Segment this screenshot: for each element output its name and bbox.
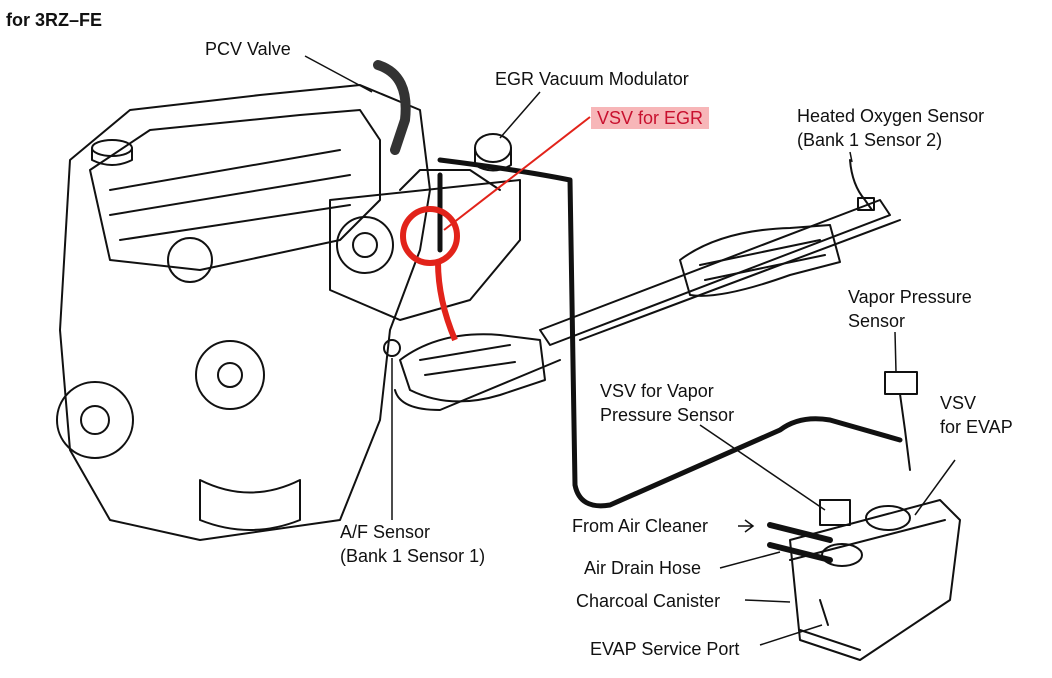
leader-air-drain	[719, 551, 781, 569]
label-heated-oxygen-sensor: Heated Oxygen Sensor	[797, 106, 985, 126]
vacuum-hose	[437, 157, 903, 509]
heated-oxygen-sensor	[849, 159, 873, 211]
label-af-sensor-bank: (Bank 1 Sensor 1)	[340, 546, 486, 566]
label-charcoal-canister: Charcoal Canister	[576, 591, 721, 611]
exhaust-pipe	[539, 199, 891, 346]
oil-filler-cap	[91, 139, 133, 157]
label-vsv-for-egr: VSV for EGR	[591, 107, 710, 129]
alternator-pulley	[195, 340, 265, 410]
label-heated-oxygen-sensor-bank: (Bank 1 Sensor 2)	[797, 130, 943, 150]
label-af-sensor: A/F Sensor	[340, 522, 431, 542]
arrow-from-air-cleaner	[738, 519, 755, 533]
engine-block	[59, 84, 431, 541]
leader-evap-port	[759, 624, 823, 646]
af-sensor	[383, 339, 401, 357]
crank-pulley	[56, 381, 134, 459]
vapor-pressure-sensor	[884, 371, 918, 395]
page-title: for 3RZ–FE	[6, 10, 103, 30]
leader-vsv-vapor	[699, 424, 826, 511]
label-air-drain-hose: Air Drain Hose	[584, 558, 702, 578]
leader-egr-modulator	[499, 91, 541, 139]
air-inlet-hose	[767, 522, 833, 543]
label-evap-service-port: EVAP Service Port	[590, 639, 740, 659]
label-vsv-evap: VSV	[940, 393, 977, 413]
vsv-for-egr-highlight-pointer	[443, 116, 591, 231]
label-pcv-valve: PCV Valve	[205, 39, 291, 59]
leader-charcoal	[744, 599, 791, 603]
label-vsv-evap-2: for EVAP	[940, 417, 1013, 437]
label-vapor-pressure-sensor-2: Sensor	[848, 311, 906, 331]
label-vsv-vapor-pressure: VSV for Vapor	[600, 381, 714, 401]
egr-vacuum-modulator-body	[474, 133, 512, 163]
vsv-for-evap	[865, 505, 911, 531]
pcv-hose	[373, 60, 411, 155]
label-egr-vacuum-modulator: EGR Vacuum Modulator	[495, 69, 689, 89]
air-drain-hose	[767, 542, 833, 563]
label-vapor-pressure-sensor: Vapor Pressure	[848, 287, 972, 307]
rear-catalytic-converter	[679, 224, 841, 297]
leader-heated-o2	[849, 151, 853, 163]
leader-vsv-evap	[914, 459, 956, 516]
throttle-body	[336, 216, 394, 274]
charcoal-canister	[789, 499, 961, 661]
vsv-for-egr-highlight-circle	[400, 206, 460, 266]
leader-pcv-valve	[304, 55, 373, 93]
label-from-air-cleaner: From Air Cleaner	[572, 516, 709, 536]
cylinder-head	[89, 109, 381, 271]
vsv-for-egr-red-hose	[435, 261, 458, 342]
front-catalytic-converter	[399, 333, 546, 403]
label-vsv-vapor-pressure-2: Pressure Sensor	[600, 405, 735, 425]
leader-vapor-pressure	[894, 331, 897, 373]
